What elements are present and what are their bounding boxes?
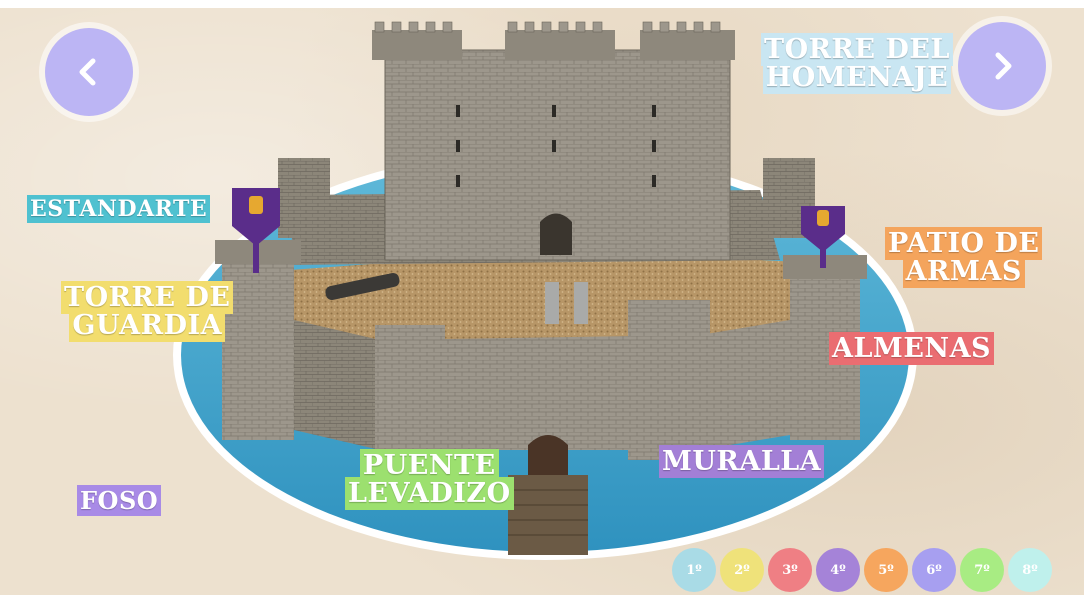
label-torre-del-homenaje[interactable]: TORRE DEL HOMENAJE (758, 33, 956, 95)
label-muralla[interactable]: MURALLA (656, 445, 827, 478)
page-selector: 1º 2º 3º 4º 5º 6º 7º 8º (672, 548, 1052, 592)
label-line: ARMAS (902, 255, 1025, 289)
guard-tower-left (222, 250, 294, 440)
label-almenas[interactable]: ALMENAS (826, 332, 997, 365)
label-line: TORRE DEL (761, 33, 953, 66)
drawbridge (508, 475, 588, 555)
label-text: ESTANDARTE (27, 195, 211, 223)
next-button[interactable] (958, 22, 1046, 110)
top-bar (0, 0, 1084, 8)
label-line: PUENTE (359, 449, 499, 482)
label-line: TORRE DE (61, 281, 234, 314)
label-line: PATIO DE (885, 227, 1043, 260)
label-torre-de-guardia[interactable]: TORRE DE GUARDIA (58, 281, 236, 343)
chevron-right-icon (995, 52, 1012, 80)
page-button-3[interactable]: 3º (768, 548, 812, 592)
label-line: HOMENAJE (762, 61, 952, 95)
previous-button[interactable] (45, 28, 133, 116)
label-foso[interactable]: FOSO (74, 485, 164, 516)
page-button-4[interactable]: 4º (816, 548, 860, 592)
label-patio-de-armas[interactable]: PATIO DE ARMAS (882, 227, 1045, 289)
page-button-2[interactable]: 2º (720, 548, 764, 592)
label-line: GUARDIA (69, 309, 226, 343)
keep-gate (540, 213, 572, 255)
page-button-8[interactable]: 8º (1008, 548, 1052, 592)
chevron-left-icon (79, 58, 96, 86)
page-button-1[interactable]: 1º (672, 548, 716, 592)
label-text: FOSO (77, 485, 162, 516)
label-text: ALMENAS (829, 332, 995, 365)
page-button-7[interactable]: 7º (960, 548, 1004, 592)
page-button-5[interactable]: 5º (864, 548, 908, 592)
cannon (325, 272, 400, 301)
label-estandarte[interactable]: ESTANDARTE (24, 195, 213, 223)
label-line: LEVADIZO (345, 477, 514, 511)
page-button-6[interactable]: 6º (912, 548, 956, 592)
label-text: MURALLA (659, 445, 825, 478)
label-puente-levadizo[interactable]: PUENTE LEVADIZO (342, 449, 517, 511)
gate (528, 435, 568, 475)
